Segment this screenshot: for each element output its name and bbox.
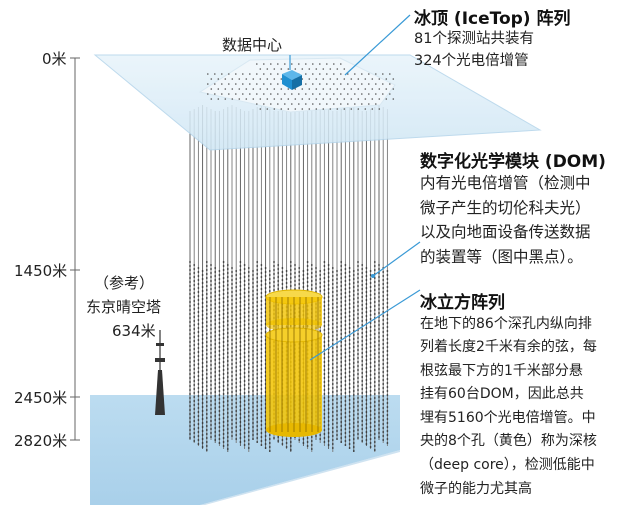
deep-ice-layer (90, 395, 400, 505)
icetop-line-2: 324个光电倍增管 (414, 53, 529, 69)
depth-label-2820: 2820米 (14, 432, 68, 450)
skytree-height: 634米 (112, 322, 156, 340)
depth-label-1450: 1450米 (14, 262, 68, 280)
deep-core (265, 289, 323, 437)
skytree-note: （参考） (94, 274, 155, 292)
data-center-label: 数据中心 (222, 36, 283, 54)
data-center-icon (282, 70, 302, 90)
cube-line-6: 央的8个孔（黄色）称为深核 (420, 433, 597, 449)
depth-label-0: 0米 (42, 50, 67, 68)
cube-line-4: 挂有60台DOM，因此总共 (420, 386, 584, 402)
detector-strings (189, 105, 389, 452)
icetop-title: 冰顶 (IceTop) 阵列 (414, 9, 571, 29)
cube-title: 冰立方阵列 (420, 293, 505, 313)
depth-label-2450: 2450米 (14, 389, 68, 407)
dom-line-1: 内有光电倍增管（检测中 (420, 174, 591, 192)
cube-line-5: 埋有5160个光电倍增管。中 (420, 410, 596, 426)
cube-line-3: 根弦最下方的1千米部分悬 (420, 363, 583, 379)
skytree-icon (155, 330, 165, 415)
cube-line-1: 在地下的86个深孔内纵向排 (420, 316, 592, 332)
dom-line-2: 微子产生的切伦科夫光） (420, 199, 591, 217)
icetop-pointer (344, 14, 411, 76)
cube-line-8: 微子的能力尤其高 (420, 481, 532, 497)
dom-line-4: 的装置等（图中黑点）。 (420, 248, 583, 266)
cube-pointer (309, 289, 421, 361)
icetop-line-1: 81个探测站共装有 (414, 31, 534, 47)
cube-line-7: （deep core），检测低能中 (420, 457, 595, 473)
cube-line-2: 列着长度2千米有余的弦，每 (420, 339, 597, 355)
dom-title: 数字化光学模块 (DOM) (420, 152, 606, 172)
skytree-name: 东京晴空塔 (86, 298, 162, 316)
dom-line-3: 以及向地面设备传送数据 (420, 223, 591, 241)
dom-pointer (372, 241, 421, 277)
